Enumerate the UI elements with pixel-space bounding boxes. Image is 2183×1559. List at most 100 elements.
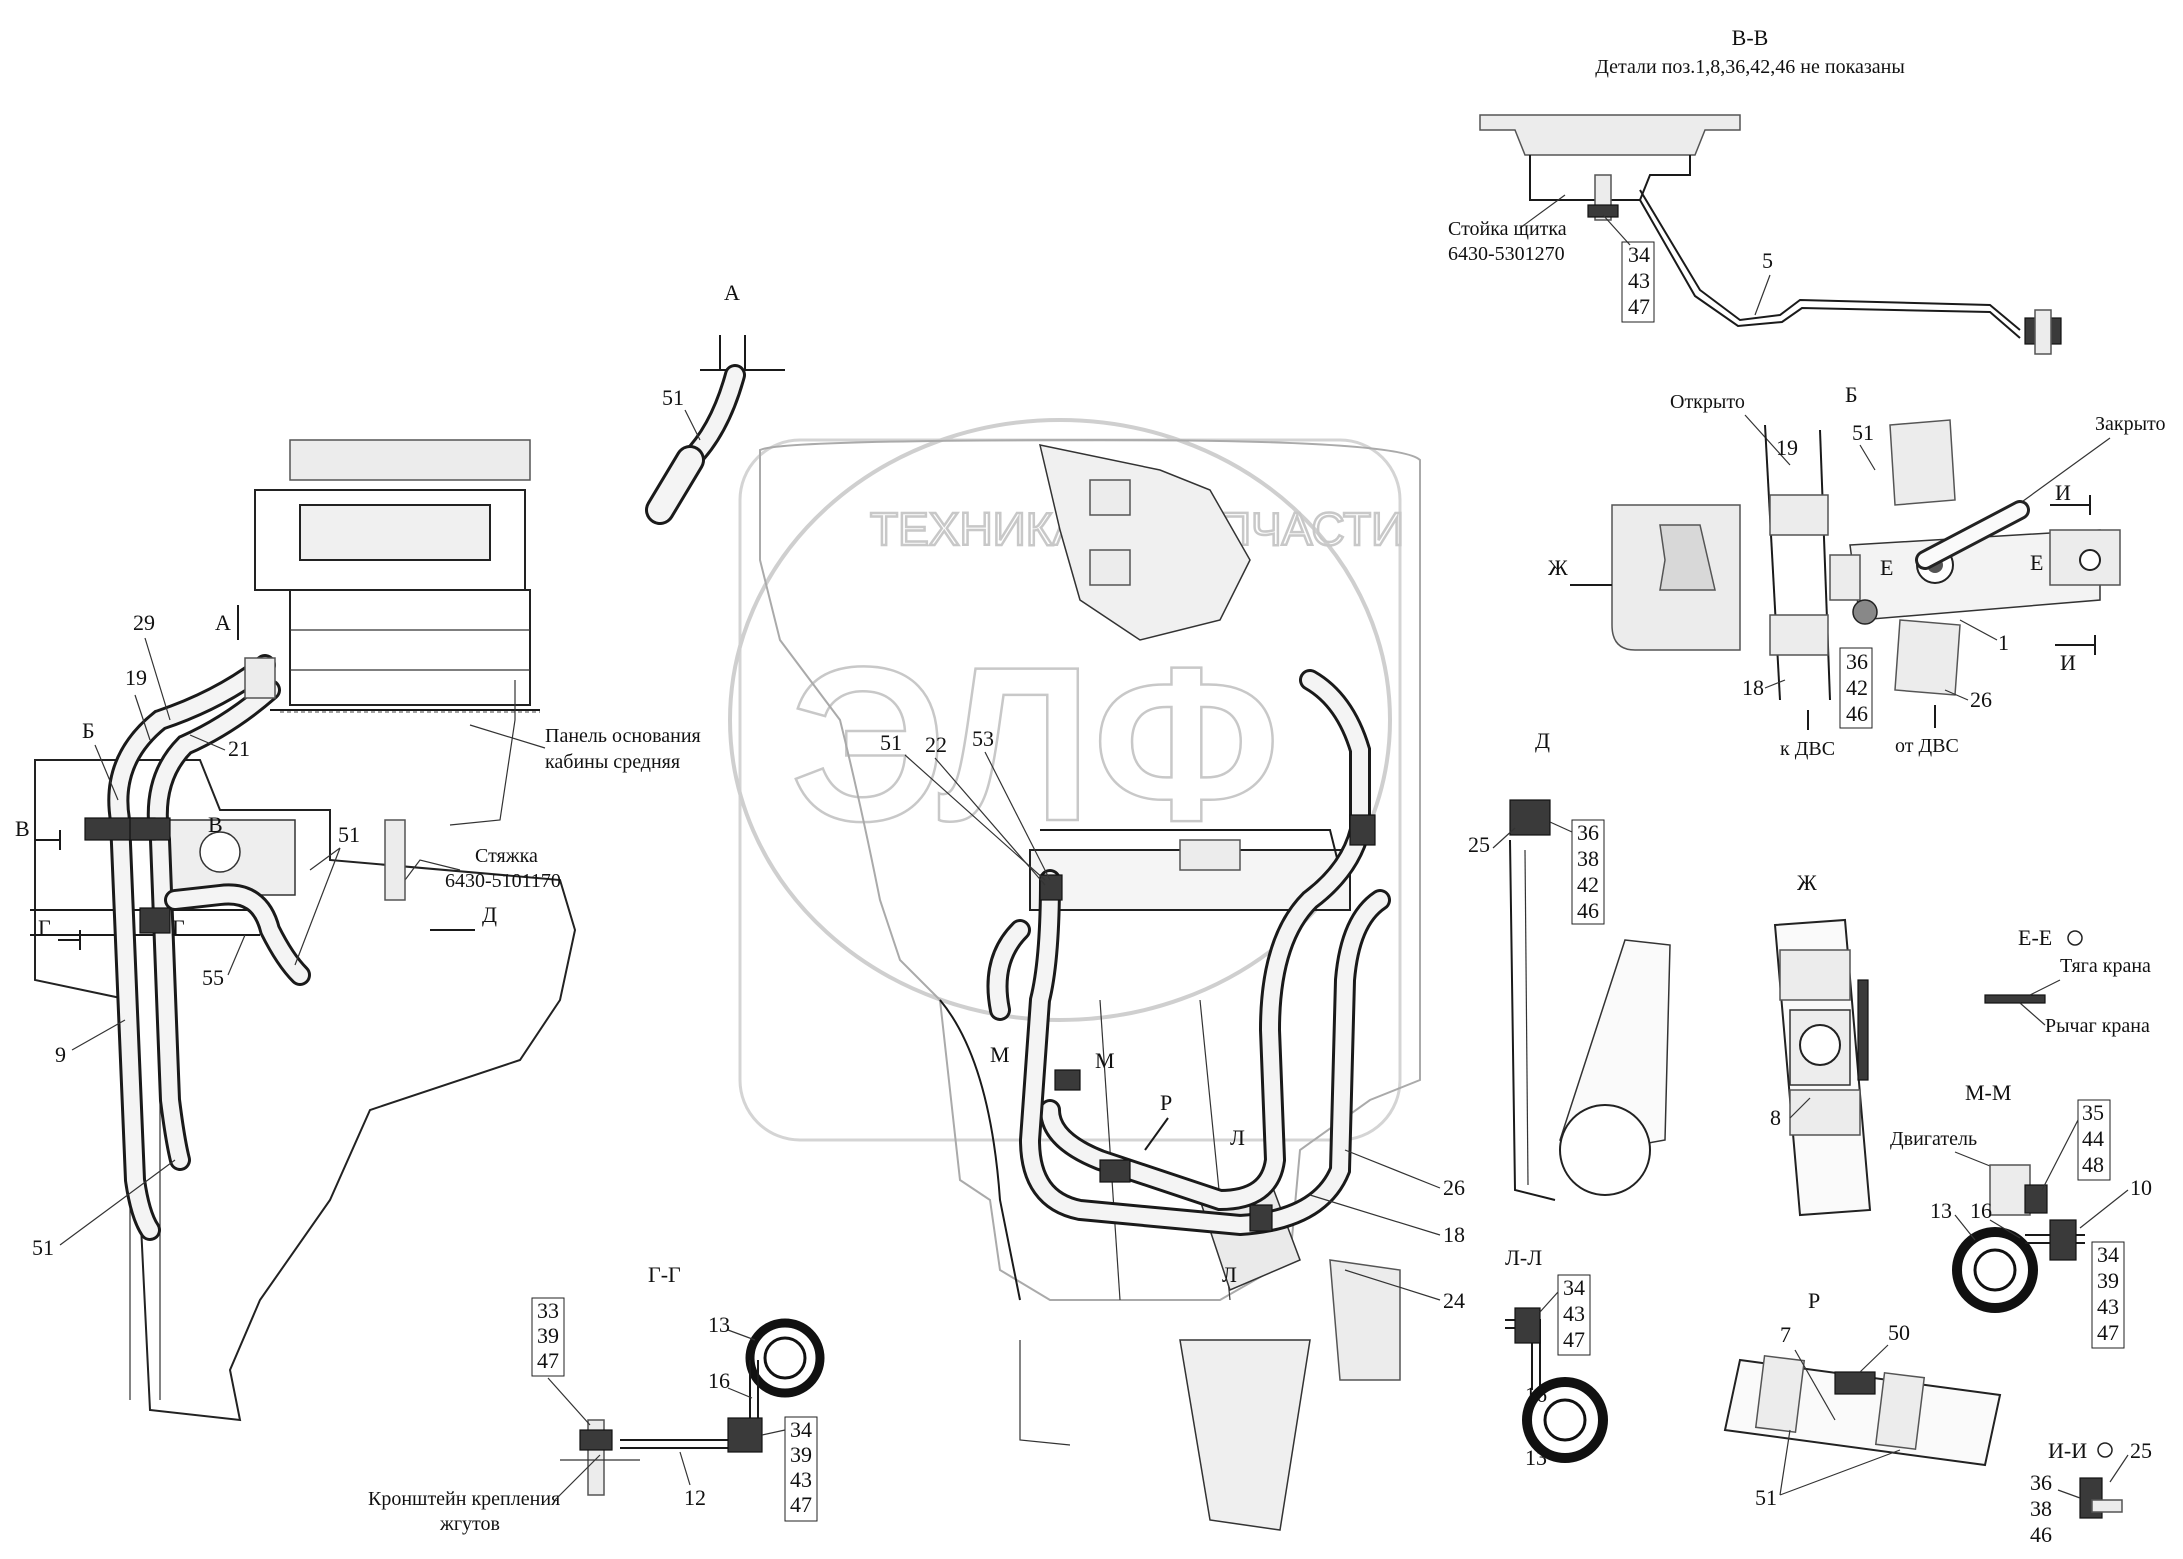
pos-21-left: 21	[228, 736, 250, 761]
pos-39-gg-b: 39	[790, 1442, 812, 1467]
pos-22-main: 22	[925, 732, 947, 757]
closed-label: Закрыто	[2095, 413, 2166, 435]
pos-25-d: 25	[1468, 832, 1490, 857]
pos-36-d: 36	[1577, 820, 1599, 845]
watermark-text-1: ТЕХНИКА	[870, 503, 1084, 555]
m-section-main-2: М	[1095, 1048, 1115, 1073]
pos-46-b: 46	[1846, 701, 1868, 726]
zh-arrow-label: Ж	[1548, 555, 1568, 580]
pos-29-left: 29	[133, 610, 155, 635]
pos-10-mm: 10	[2130, 1175, 2152, 1200]
open-label: Открыто	[1670, 391, 1745, 413]
to-engine-label: к ДВС	[1780, 738, 1835, 760]
pos-18-b: 18	[1742, 675, 1764, 700]
view-p: Р 7 50 51	[1723, 1288, 2002, 1510]
v-section-left-2: В	[208, 812, 223, 837]
pos-34-gg: 34	[790, 1417, 812, 1442]
pos-47-ll: 47	[1563, 1327, 1585, 1352]
view-b: Б Открыто Закрыто Ж 19 51 Е Е И И 1	[1548, 382, 2166, 760]
pos-19-left: 19	[125, 665, 147, 690]
view-ee-title: Е-Е	[2018, 925, 2052, 950]
view-b-title: Б	[1845, 382, 1858, 407]
pos-42-d: 42	[1577, 872, 1599, 897]
d-arrow-left: Д	[482, 902, 497, 927]
pos-51-b: 51	[1852, 420, 1874, 445]
e-label-b1: Е	[1880, 555, 1893, 580]
pos-42-b: 42	[1846, 675, 1868, 700]
view-ll: Л-Л 34 43 47 16 13	[1505, 1245, 1608, 1470]
pos-13-mm: 13	[1930, 1198, 1952, 1223]
panel-label-1: Панель основания	[545, 725, 701, 747]
pos-51-a: 51	[662, 385, 684, 410]
pos-8-zh: 8	[1770, 1105, 1781, 1130]
view-zh-title: Ж	[1797, 870, 1817, 895]
pos-51-left-a: 51	[338, 822, 360, 847]
rod-label: Тяга крана	[2060, 955, 2151, 977]
pos-55-left: 55	[202, 965, 224, 990]
b-arrow-left: Б	[82, 718, 95, 743]
pos-53-main: 53	[972, 726, 994, 751]
pos-25-ii: 25	[2130, 1438, 2152, 1463]
pos-5-bb: 5	[1762, 248, 1773, 273]
pos-38-ii: 38	[2030, 1496, 2052, 1521]
watermark: ТЕХНИКА ЗАПЧАСТИ ЭЛФ	[728, 418, 1405, 1142]
pos-1-b: 1	[1998, 630, 2009, 655]
pos-51-main: 51	[880, 730, 902, 755]
main-view: 51 22 53 М М Р Л Л 26 18 24	[759, 438, 1465, 1531]
pos-46-d: 46	[1577, 898, 1599, 923]
pos-26-b: 26	[1970, 687, 1992, 712]
view-bb-title: В-В	[1732, 25, 1769, 50]
pos-24-main: 24	[1443, 1288, 1465, 1313]
view-a: А 51	[645, 280, 785, 525]
pos-7-p: 7	[1780, 1322, 1791, 1347]
view-d-title: Д	[1535, 728, 1550, 753]
i-label-b2: И	[2060, 650, 2076, 675]
view-gg-title: Г-Г	[648, 1262, 681, 1287]
pos-47-bb: 47	[1628, 294, 1650, 319]
engine-label: Двигатель	[1890, 1128, 1977, 1150]
l-section-main-1: Л	[1230, 1125, 1245, 1150]
pos-43-gg: 43	[790, 1467, 812, 1492]
view-a-title: А	[724, 280, 740, 305]
view-mm: М-М Двигатель 35 44 48 10 13 16 34 39 43…	[1890, 1080, 2152, 1349]
from-engine-label: от ДВС	[1895, 735, 1959, 757]
pos-12-gg: 12	[684, 1485, 706, 1510]
view-gg: Г-Г 33 39 47 13 16 34 39 43 47 12 Кроншт…	[368, 1262, 825, 1535]
stoika-label-2: 6430-5301270	[1448, 243, 1565, 265]
l-section-main-2: Л	[1222, 1262, 1237, 1287]
pos-34-ll: 34	[1563, 1275, 1585, 1300]
pos-34-mm: 34	[2097, 1242, 2119, 1267]
view-mm-title: М-М	[1965, 1080, 2011, 1105]
e-label-b2: Е	[2030, 550, 2043, 575]
pos-33-gg: 33	[537, 1298, 559, 1323]
pos-47-gg-b: 47	[790, 1492, 812, 1517]
view-ee: Е-Е Тяга крана Рычаг крана	[1984, 925, 2151, 1037]
pos-47-mm: 47	[2097, 1320, 2119, 1345]
stjazhka-label-1: Стяжка	[475, 845, 538, 867]
stoika-label-1: Стойка щитка	[1448, 218, 1567, 240]
pos-35-mm: 35	[2082, 1100, 2104, 1125]
pos-44-mm: 44	[2082, 1126, 2104, 1151]
pos-13-ll: 13	[1525, 1445, 1547, 1470]
pos-13-gg: 13	[708, 1312, 730, 1337]
g-section-left-1: Г	[38, 915, 51, 940]
stjazhka-label-2: 6430-5101170	[445, 870, 561, 892]
pos-16-mm: 16	[1970, 1198, 1992, 1223]
view-bb-note: Детали поз.1,8,36,42,46 не показаны	[1595, 56, 1905, 78]
pos-39-gg-a: 39	[537, 1323, 559, 1348]
pos-47-gg-a: 47	[537, 1348, 559, 1373]
view-bb: В-В Детали поз.1,8,36,42,46 не показаны …	[1448, 25, 2062, 355]
pos-36-b: 36	[1846, 649, 1868, 674]
view-ii-title: И-И	[2048, 1438, 2087, 1463]
view-p-title: Р	[1808, 1288, 1820, 1313]
pos-18-main: 18	[1443, 1222, 1465, 1247]
m-section-main-1: М	[990, 1042, 1010, 1067]
pos-50-p: 50	[1888, 1320, 1910, 1345]
bracket-label-2: жгутов	[439, 1513, 500, 1535]
pos-26-main: 26	[1443, 1175, 1465, 1200]
pos-51-p: 51	[1755, 1485, 1777, 1510]
view-d: Д 25 36 38 42 46	[1468, 728, 1671, 1201]
pos-46-ii: 46	[2030, 1522, 2052, 1547]
pos-16-ll: 16	[1525, 1382, 1547, 1407]
